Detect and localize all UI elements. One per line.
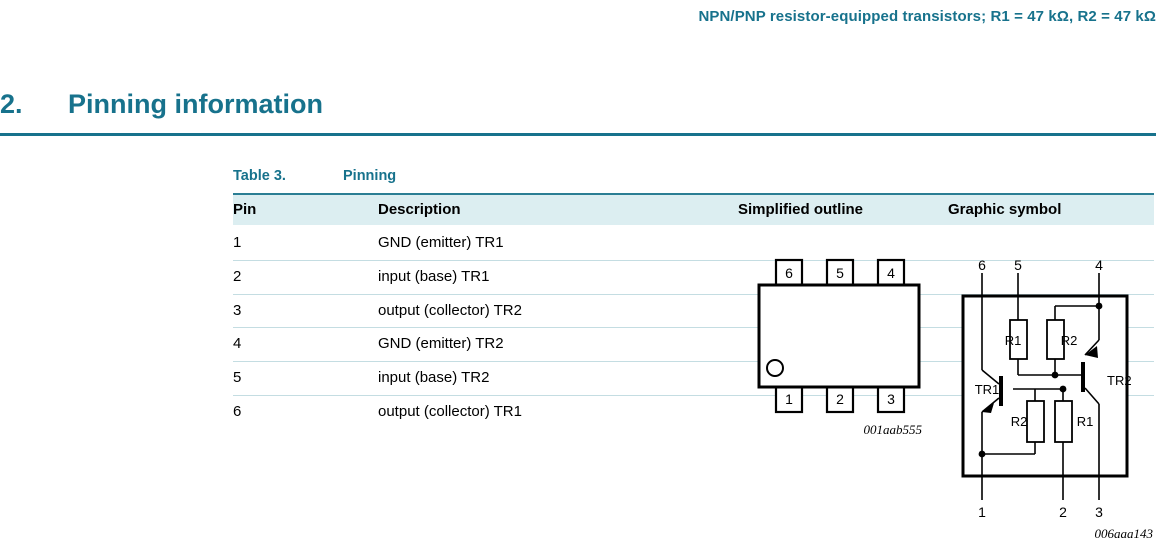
- cell-graphic-symbol: [948, 327, 1154, 362]
- page-running-header: NPN/PNP resistor-equipped transistors; R…: [698, 8, 1156, 25]
- table-caption-label: Table 3.: [233, 168, 286, 184]
- cell-simplified-outline: [738, 394, 948, 429]
- cell-graphic-symbol: [948, 293, 1154, 328]
- junction-pin1-node: [978, 450, 986, 458]
- cell-graphic-symbol: [948, 394, 1154, 429]
- cell-description: output (collector) TR1: [378, 394, 738, 429]
- column-header-pin: Pin: [233, 193, 378, 225]
- cell-graphic-symbol: [948, 361, 1154, 396]
- table-caption-title: Pinning: [343, 168, 397, 184]
- cell-simplified-outline: [738, 293, 948, 328]
- cell-pin: 1: [233, 234, 242, 251]
- cell-pin: 2: [233, 259, 378, 294]
- table-row: 1 GND (emitter) TR1: [233, 225, 1154, 260]
- table-caption: Table 3. Pinning: [233, 168, 1154, 184]
- cell-description: input (base) TR2: [378, 361, 738, 396]
- cell-simplified-outline: [738, 361, 948, 396]
- table-row: 4 GND (emitter) TR2: [233, 327, 1154, 362]
- section-number: 2.: [0, 89, 23, 119]
- graphic-symbol-caption: 006aaa143: [1095, 526, 1154, 541]
- cell-description: output (collector) TR2: [378, 293, 738, 328]
- cell-description: GND (emitter) TR1: [378, 234, 504, 251]
- pinning-table-block: Table 3. Pinning Pin Description Simplif…: [233, 168, 1154, 429]
- column-header-description: Description: [378, 193, 738, 225]
- pinning-table-body: 1 GND (emitter) TR1 2 input (base) TR1 3…: [233, 225, 1154, 429]
- cell-graphic-symbol: [948, 259, 1154, 294]
- cell-pin: 3: [233, 293, 378, 328]
- table-row: 6 output (collector) TR1: [233, 394, 1154, 429]
- symbol-pin-label-2: 2: [1059, 504, 1067, 520]
- table-row: 3 output (collector) TR2: [233, 293, 1154, 328]
- cell-simplified-outline: [738, 327, 948, 362]
- table-row: 2 input (base) TR1: [233, 259, 1154, 294]
- cell-simplified-outline: [738, 225, 948, 260]
- table-row: 5 input (base) TR2: [233, 361, 1154, 396]
- cell-description: GND (emitter) TR2: [378, 327, 738, 362]
- cell-pin: 4: [233, 327, 378, 362]
- symbol-pin-label-1: 1: [978, 504, 986, 520]
- section-heading: 2. Pinning information: [0, 89, 323, 120]
- symbol-pin-label-3: 3: [1095, 504, 1103, 520]
- cell-graphic-symbol: [948, 225, 1154, 260]
- cell-pin: 6: [233, 394, 378, 429]
- cell-simplified-outline: [738, 259, 948, 294]
- column-header-graphic-symbol: Graphic symbol: [948, 193, 1154, 225]
- column-header-simplified-outline: Simplified outline: [738, 193, 948, 225]
- section-divider: [0, 133, 1156, 136]
- cell-pin: 5: [233, 361, 378, 396]
- table-header-row: Pin Description Simplified outline Graph…: [233, 193, 1154, 225]
- pinning-table: Pin Description Simplified outline Graph…: [233, 193, 1154, 429]
- page-title: Pinning information: [68, 89, 323, 119]
- cell-description: input (base) TR1: [378, 259, 738, 294]
